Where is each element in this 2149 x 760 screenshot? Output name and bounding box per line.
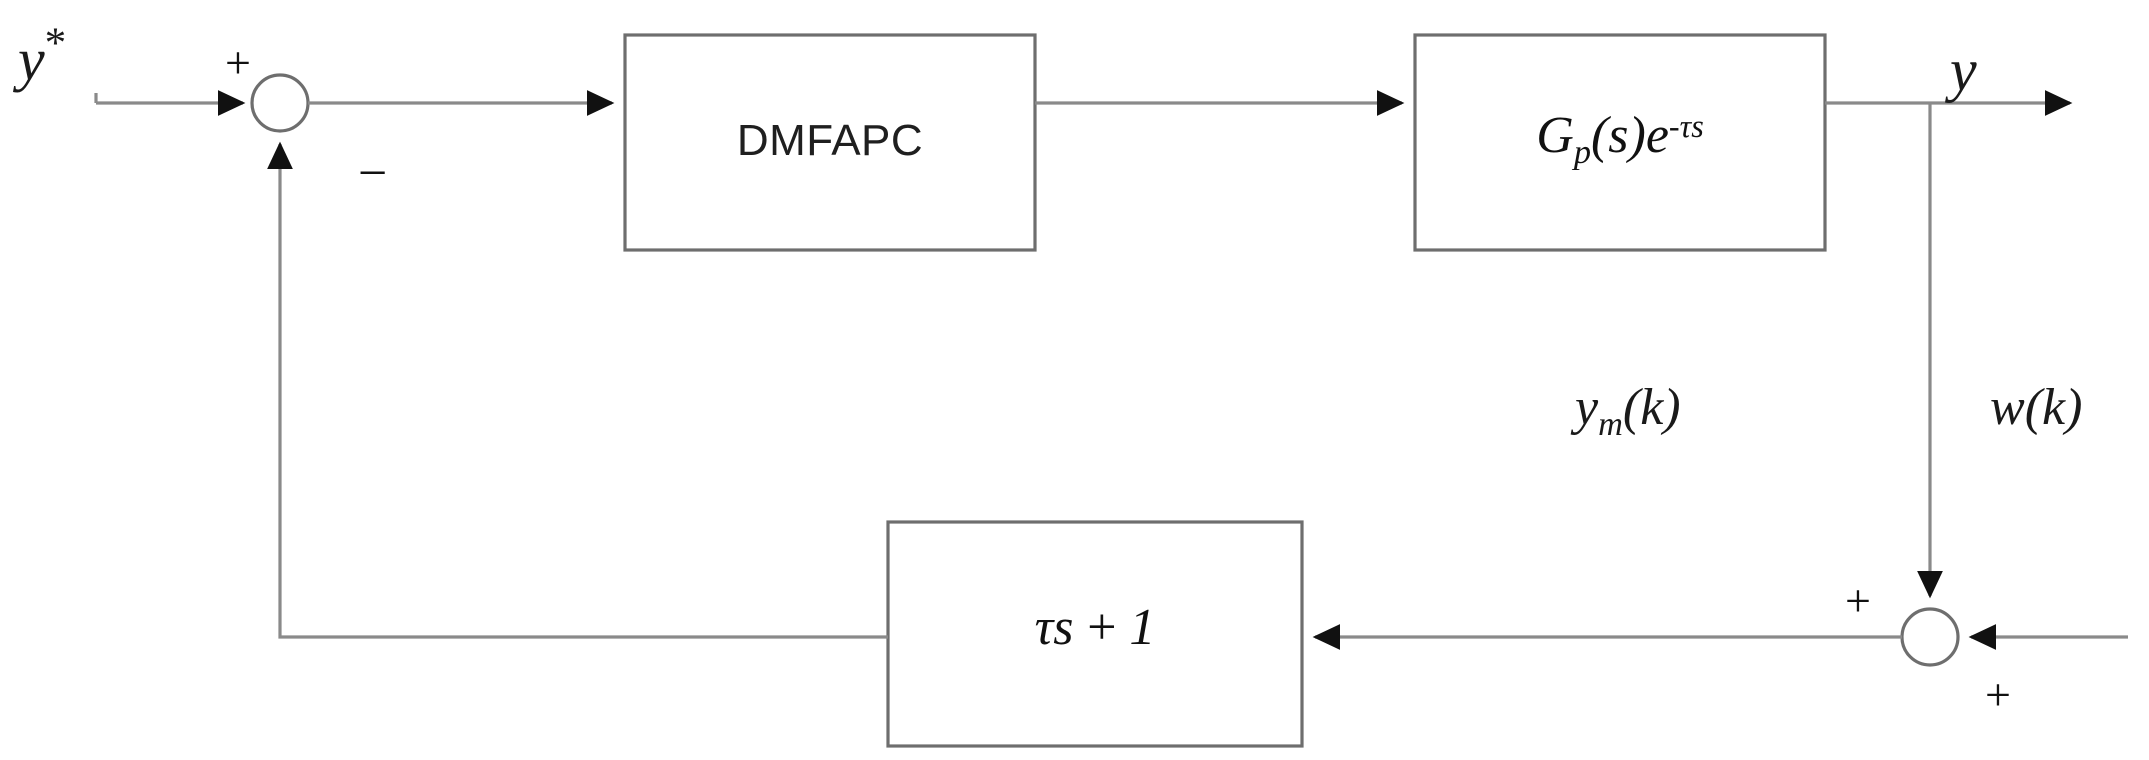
reference-label-base: y <box>18 26 45 93</box>
error-sum-junction <box>250 73 310 133</box>
plant-label-superscript: -τs <box>1668 108 1704 145</box>
disturbance-sum-plus-sign-bottom: + <box>1985 669 2011 720</box>
disturbance-sum-junction <box>1900 607 1960 667</box>
disturbance-label-base: w <box>1990 379 2025 436</box>
plant-block-label: Gp(s)e-τs <box>1415 107 1825 171</box>
disturbance-signal-label: w(k) <box>1990 382 2082 434</box>
disturbance-label-suffix: (k) <box>2024 379 2083 436</box>
error-sum-plus-sign: + <box>225 37 251 88</box>
plant-label-subscript: p <box>1573 132 1591 171</box>
measured-label-subscript: m <box>1598 404 1623 443</box>
filter-block-outline <box>886 520 1304 748</box>
plant-block-outline <box>1413 33 1827 252</box>
disturbance-sum-plus-sign-top: + <box>1845 575 1871 626</box>
reference-label-star: * <box>44 20 67 67</box>
measured-label-base: y <box>1575 379 1599 436</box>
reference-signal-label: y* <box>18 20 67 93</box>
path-filter-to-sum <box>267 141 888 639</box>
filter-block-label: τs + 1 <box>1034 599 1156 656</box>
controller-block-label: DMFAPC <box>736 116 924 165</box>
error-sum-minus-sign: − <box>358 145 388 202</box>
plant-label-base: G <box>1536 107 1574 164</box>
measured-label-suffix: (k) <box>1622 379 1681 436</box>
output-signal-label: y <box>1950 37 1977 103</box>
plant-label-middle: (s)e <box>1590 107 1669 164</box>
controller-block-outline <box>623 33 1037 252</box>
measured-signal-label: ym(k) <box>1575 379 1681 443</box>
